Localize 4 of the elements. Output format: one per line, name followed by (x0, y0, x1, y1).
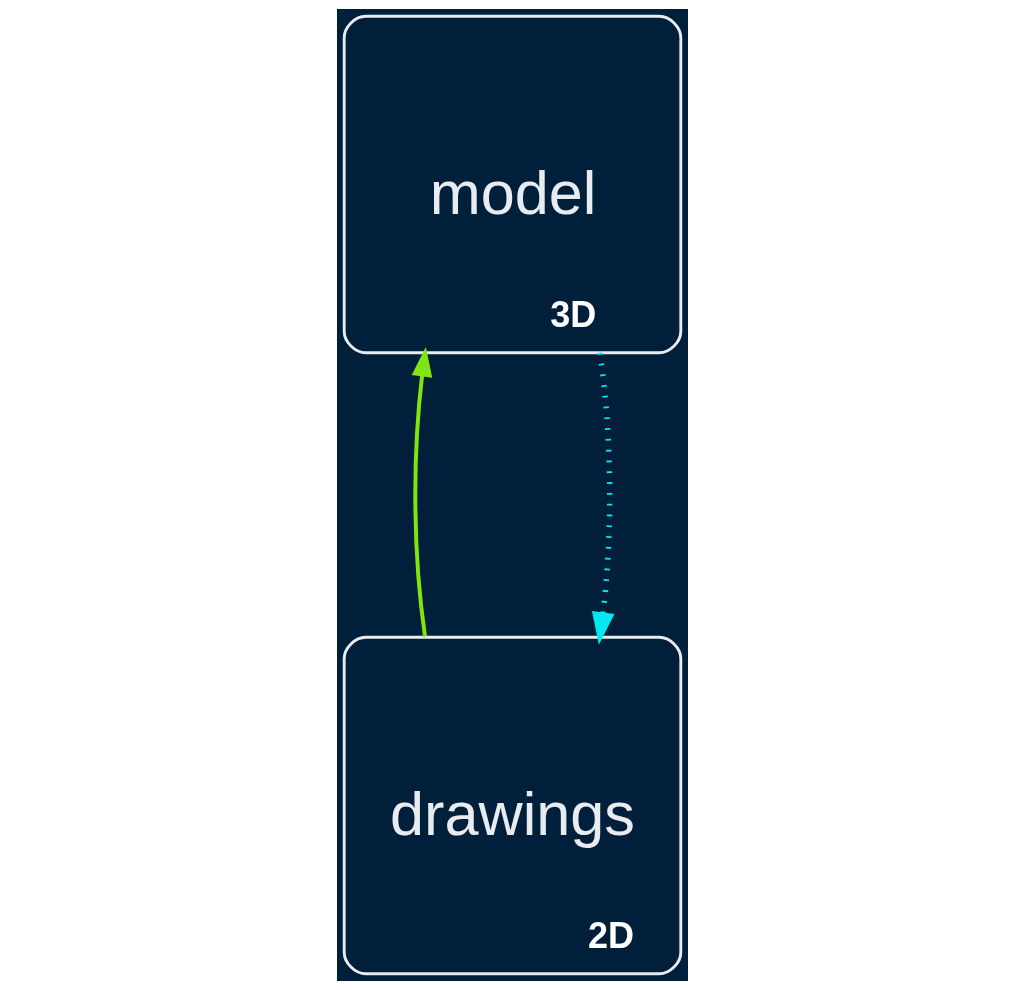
node-box: drawings 2D (342, 635, 682, 976)
arrow (411, 347, 432, 637)
arrow (591, 352, 614, 645)
node-box: model 3D (342, 14, 682, 355)
